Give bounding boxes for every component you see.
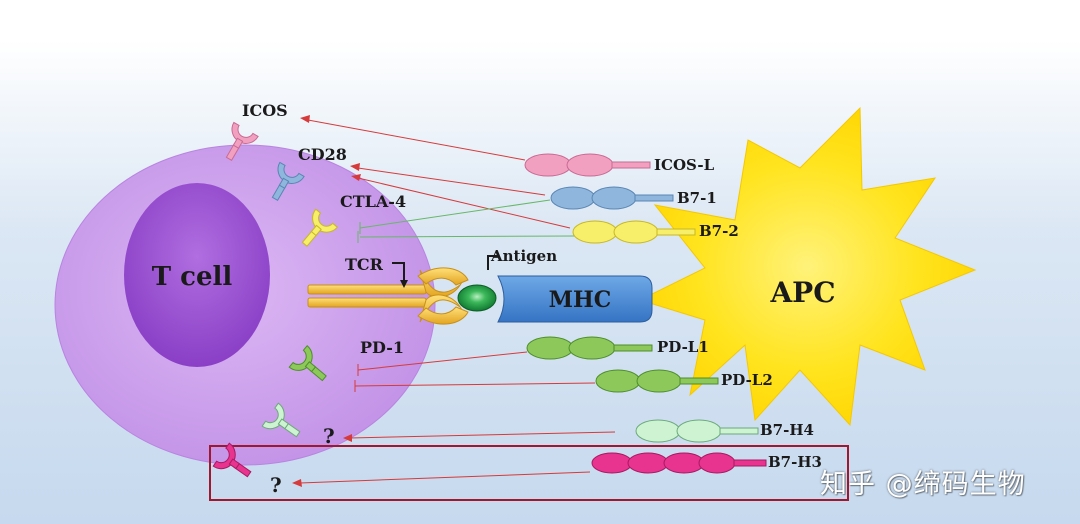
icos-label: ICOS bbox=[242, 101, 288, 120]
icos-arrowhead bbox=[300, 115, 310, 123]
pdl1-label: PD-L1 bbox=[657, 338, 709, 356]
b7-h3-highlight-box bbox=[209, 445, 849, 501]
b7h4-receptor-unknown: ? bbox=[323, 424, 335, 448]
b7h4-to-receptor-arrow bbox=[349, 431, 616, 439]
antigen-pointer bbox=[487, 255, 498, 270]
tcr-pointer-head bbox=[400, 280, 408, 288]
cd28-arrowhead-2 bbox=[351, 174, 361, 181]
antigen-label: Antigen bbox=[490, 247, 557, 265]
cd28-label: CD28 bbox=[298, 145, 347, 164]
tcr-receptor bbox=[307, 267, 469, 325]
b7h3-arrowhead bbox=[292, 479, 302, 487]
b7h3-receptor bbox=[212, 442, 252, 478]
pd1-label: PD-1 bbox=[360, 338, 404, 357]
b7h3-label: B7-H3 bbox=[768, 453, 822, 471]
tcr-pointer bbox=[392, 262, 405, 285]
t-cell-nucleus bbox=[124, 183, 270, 367]
icosl-to-icos-arrow bbox=[307, 119, 526, 161]
pdl2-to-pd1-inhibition bbox=[354, 382, 596, 387]
b7h4-label: B7-H4 bbox=[760, 421, 814, 439]
pd1-receptor bbox=[288, 345, 327, 382]
b72-to-cd28-arrow bbox=[357, 177, 571, 229]
mhc-label: MHC bbox=[549, 287, 612, 313]
interaction-lines bbox=[292, 115, 616, 487]
ctla4-label: CTLA-4 bbox=[340, 192, 406, 211]
b72-label: B7-2 bbox=[699, 222, 739, 240]
pdl2-label: PD-L2 bbox=[721, 371, 773, 389]
b71-ligand bbox=[550, 186, 674, 210]
icos-receptor bbox=[225, 121, 259, 162]
cd28-arrowhead-1 bbox=[350, 163, 360, 171]
apc-cell bbox=[638, 106, 977, 427]
b7h4-receptor bbox=[261, 402, 301, 438]
pdl1-ligand bbox=[526, 336, 653, 360]
antigen bbox=[457, 284, 497, 312]
icosl-label: ICOS-L bbox=[654, 156, 715, 174]
b7h4-ligand bbox=[635, 419, 759, 443]
b72-to-ctla4-inhibition bbox=[359, 235, 576, 238]
b71-label: B7-1 bbox=[677, 189, 717, 207]
watermark: 知乎 @缔码生物 bbox=[820, 469, 1026, 500]
b72-ligand bbox=[572, 220, 696, 244]
apc-label: APC bbox=[769, 276, 835, 309]
t-cell-label: T cell bbox=[152, 262, 233, 292]
cd28-receptor bbox=[271, 161, 305, 202]
b7h3-ligand bbox=[591, 452, 767, 474]
mhc-molecule bbox=[497, 275, 653, 323]
pdl1-to-pd1-inhibition bbox=[357, 351, 528, 371]
b71-to-ctla4-inhibition bbox=[359, 199, 551, 229]
ctla4-receptor bbox=[301, 208, 338, 247]
icosl-ligand bbox=[524, 153, 651, 177]
b7h4-arrowhead bbox=[343, 434, 352, 442]
tcr-label: TCR bbox=[345, 255, 384, 274]
pdl2-ligand bbox=[595, 369, 719, 393]
b71-to-cd28-arrow bbox=[357, 167, 546, 196]
b7h3-receptor-unknown: ? bbox=[270, 473, 282, 497]
b7h3-to-receptor-arrow bbox=[299, 471, 591, 484]
